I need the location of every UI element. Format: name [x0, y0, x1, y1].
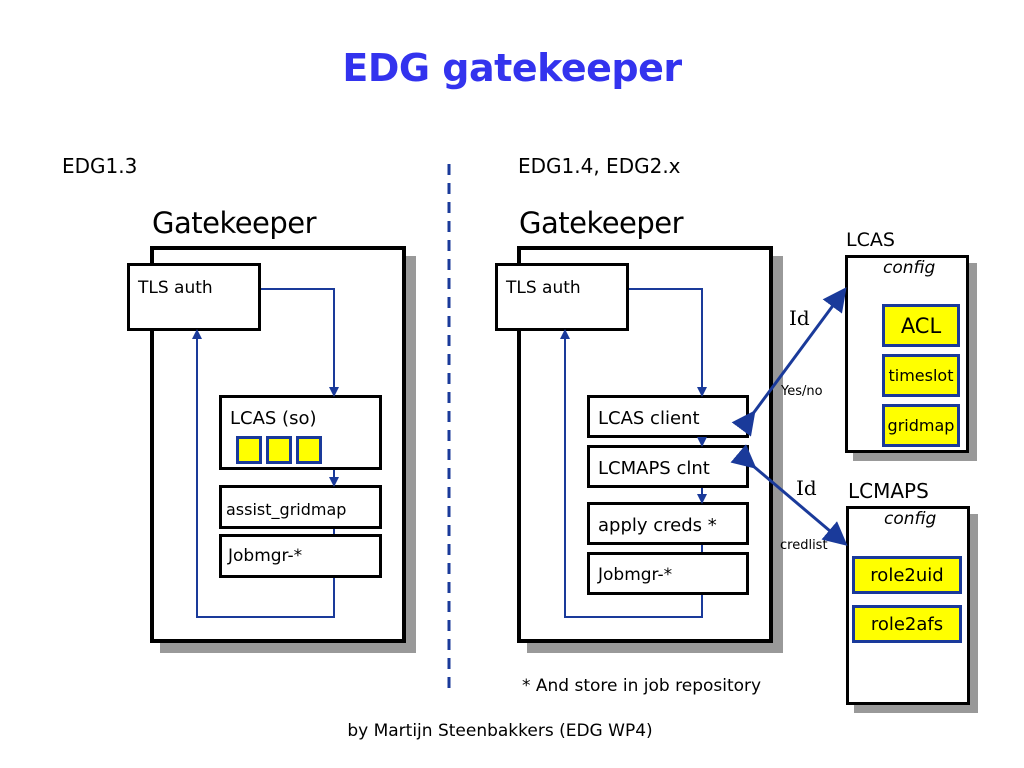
lcas-config-label: config [883, 258, 936, 278]
credit-line: by Martijn Steenbakkers (EDG WP4) [347, 721, 653, 741]
lcas-plugin-2 [266, 436, 292, 464]
lcas-plugin-1 [236, 436, 262, 464]
lcas-module-gridmap: gridmap [882, 404, 960, 447]
left-version-label: EDG1.3 [62, 154, 138, 178]
slide-title: EDG gatekeeper [342, 46, 682, 90]
right-apply-creds-box: apply creds * [587, 502, 749, 545]
right-apply-creds-label: apply creds * [598, 515, 717, 536]
left-tls-auth-box: TLS auth [127, 263, 261, 331]
right-lcmaps-clnt-label: LCMAPS clnt [598, 458, 710, 479]
lcas-module-timeslot: timeslot [882, 354, 960, 397]
right-lcas-client-box: LCAS client [587, 395, 749, 438]
lcas-panel-label: LCAS [846, 229, 895, 251]
lcmaps-module-role2uid: role2uid [852, 556, 962, 594]
lcas-module-acl: ACL [882, 304, 960, 347]
right-version-label: EDG1.4, EDG2.x [518, 154, 681, 178]
lcas-plugin-3 [296, 436, 322, 464]
left-assist-gridmap-box: assist_gridmap [219, 485, 382, 529]
left-lcas-box: LCAS (so) [219, 395, 382, 470]
left-lcas-label: LCAS (so) [230, 408, 317, 429]
right-tls-auth-box: TLS auth [495, 263, 629, 331]
lcmaps-id-label: Id [796, 476, 817, 500]
lcmaps-module-role2afs: role2afs [852, 605, 962, 643]
left-tls-auth-label: TLS auth [138, 278, 213, 298]
left-assist-gridmap-label: assist_gridmap [226, 500, 347, 519]
left-gatekeeper-label: Gatekeeper [152, 206, 317, 240]
left-jobmgr-box: Jobmgr-* [219, 534, 382, 578]
lcmaps-panel-label: LCMAPS [848, 479, 929, 503]
right-jobmgr-label: Jobmgr-* [598, 565, 673, 585]
lcmaps-config-label: config [884, 509, 937, 529]
lcmaps-credlist-label: credlist [780, 538, 828, 553]
right-jobmgr-box: Jobmgr-* [587, 552, 749, 595]
lcas-yesno-label: Yes/no [781, 384, 823, 399]
right-lcmaps-clnt-box: LCMAPS clnt [587, 445, 749, 488]
right-lcas-client-label: LCAS client [598, 408, 700, 429]
left-jobmgr-label: Jobmgr-* [228, 546, 303, 566]
right-tls-auth-label: TLS auth [506, 278, 581, 298]
right-gatekeeper-label: Gatekeeper [519, 206, 684, 240]
footnote: * And store in job repository [522, 676, 762, 696]
lcas-id-label: Id [789, 306, 810, 330]
